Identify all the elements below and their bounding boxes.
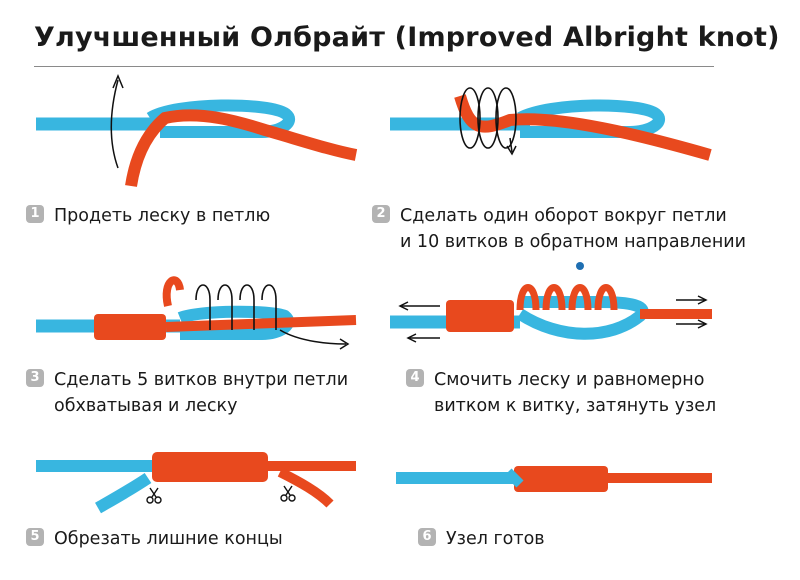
orange-line — [165, 315, 357, 332]
step-2: 2 Сделать один оборот вокруг петли и 10 … — [372, 203, 746, 255]
step-number-badge: 1 — [26, 205, 44, 223]
step-4: 4 Смочить леску и равномерно витком к ви… — [406, 367, 716, 419]
step-line: и 10 витков в обратном направлении — [400, 232, 747, 252]
step-number-badge: 4 — [406, 369, 424, 387]
step-line: Сделать 5 витков внутри петли — [54, 370, 349, 390]
blue-line-loop — [177, 305, 295, 340]
scissors-icon — [280, 485, 296, 502]
page-title: Улучшенный Олбрайт (Improved Albright kn… — [34, 22, 780, 53]
step-3: 3 Сделать 5 витков внутри петли обхватыв… — [26, 367, 348, 419]
orange-line — [125, 109, 358, 187]
step-line: Смочить леску и равномерно — [434, 370, 705, 390]
step-number-badge: 3 — [26, 369, 44, 387]
blue-tag — [504, 468, 524, 488]
step-description: Узел готов — [446, 526, 545, 552]
wrap-turns — [459, 87, 517, 149]
step-description: Продеть леску в петлю — [54, 203, 270, 229]
step-number-badge: 5 — [26, 528, 44, 546]
step-line: Узел готов — [446, 529, 545, 549]
orange-wrap — [446, 300, 514, 332]
direction-arrow — [110, 79, 119, 169]
orange-wrap — [514, 466, 608, 492]
step-number-badge: 6 — [418, 528, 436, 546]
step-description: Сделать 5 витков внутри петли обхватывая… — [54, 367, 348, 419]
orange-wrap — [94, 314, 166, 340]
step-line: Обрезать лишние концы — [54, 529, 283, 549]
blue-line-loop — [516, 296, 649, 340]
step-number-badge: 2 — [372, 205, 390, 223]
drop-icon — [576, 262, 584, 270]
blue-tag-end — [95, 473, 152, 514]
step-line: Сделать один оборот вокруг петли — [400, 206, 727, 226]
inner-turns — [195, 284, 277, 330]
blue-line-loop — [517, 99, 665, 138]
step-5: 5 Обрезать лишние концы — [26, 526, 283, 552]
title-underline — [34, 66, 714, 67]
step-line: Продеть леску в петлю — [54, 206, 271, 226]
scissors-icon — [146, 487, 162, 504]
orange-line — [454, 94, 712, 161]
step-description: Сделать один оборот вокруг петли и 10 ви… — [400, 203, 746, 255]
step-description: Обрезать лишние концы — [54, 526, 283, 552]
step-line: витком к витку, затянуть узел — [434, 396, 717, 416]
step-description: Смочить леску и равномерно витком к витк… — [434, 367, 716, 419]
orange-turns — [516, 284, 618, 311]
orange-tag — [162, 276, 184, 307]
step-1: 1 Продеть леску в петлю — [26, 203, 270, 229]
step-line: обхватывая и леску — [54, 396, 238, 416]
orange-tag-end — [277, 467, 334, 508]
step-6: 6 Узел готов — [418, 526, 545, 552]
orange-wrap — [152, 452, 268, 482]
